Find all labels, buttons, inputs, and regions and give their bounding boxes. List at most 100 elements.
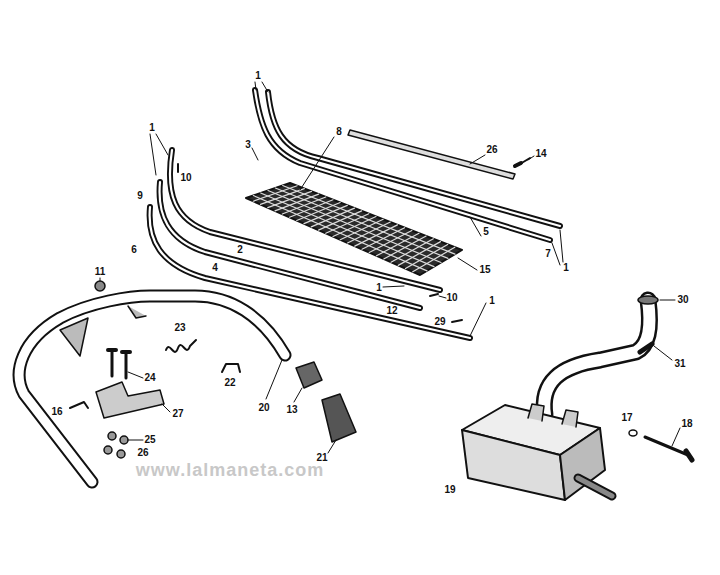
leader-line — [128, 372, 143, 378]
floor-grille — [268, 191, 441, 263]
leader-line — [100, 82, 680, 453]
screw — [177, 164, 179, 172]
leader-line — [458, 258, 477, 270]
leader-line — [660, 300, 675, 301]
callout-number: 26 — [486, 145, 497, 155]
leader-line — [294, 388, 302, 402]
floor-grille — [283, 186, 455, 255]
muffler — [629, 430, 637, 436]
bracket — [96, 382, 164, 418]
callout-number: 8 — [336, 127, 342, 137]
leader-line — [328, 440, 336, 453]
callout-number: 1 — [255, 71, 261, 81]
muffler — [640, 344, 652, 352]
callout-number: 15 — [479, 265, 490, 275]
callout-number: 1 — [376, 283, 382, 293]
leader-line — [100, 278, 101, 281]
leader-line — [654, 346, 672, 360]
nut — [117, 450, 125, 458]
rubber-end — [296, 362, 322, 388]
nut — [108, 432, 116, 440]
callout-number: 26 — [137, 448, 148, 458]
crash-bar — [19, 296, 285, 482]
muffler — [462, 430, 565, 500]
callout-number: 31 — [674, 359, 685, 369]
muffler — [578, 478, 612, 496]
callout-number: 10 — [180, 173, 191, 183]
crash-bar — [95, 281, 105, 291]
callout-number: 11 — [95, 267, 106, 277]
callout-number: 2 — [237, 245, 243, 255]
leader-line — [439, 296, 446, 298]
crash-bar — [60, 318, 88, 356]
crash-bar — [19, 281, 285, 482]
leader-line — [128, 440, 143, 441]
callout-number: 24 — [144, 373, 155, 383]
callout-number: 13 — [286, 405, 297, 415]
crash-bar — [19, 296, 285, 482]
muffler — [544, 300, 649, 415]
callout-number: 14 — [535, 149, 546, 159]
callout-number: 25 — [144, 435, 155, 445]
leader-line — [255, 82, 268, 92]
callout-number: 7 — [545, 249, 551, 259]
callout-number: 20 — [258, 403, 269, 413]
callout-number: 12 — [386, 306, 397, 316]
floor-strip — [150, 150, 470, 338]
muffler — [645, 437, 688, 455]
leader-line — [383, 286, 404, 287]
callout-number: 30 — [677, 295, 688, 305]
callout-number: 27 — [172, 409, 183, 419]
bolt — [112, 350, 126, 378]
clip — [70, 402, 88, 408]
flat-bar — [348, 130, 515, 179]
muffler — [638, 296, 658, 304]
bolt — [108, 350, 130, 378]
screw — [452, 320, 462, 322]
spring — [166, 340, 196, 352]
callout-number: 3 — [245, 140, 251, 150]
callout-number: 23 — [174, 323, 185, 333]
screw — [430, 294, 438, 296]
callout-number: 1 — [563, 263, 569, 273]
clip — [222, 364, 240, 372]
screw — [515, 163, 521, 166]
bracket — [96, 382, 164, 418]
leader-line — [300, 137, 334, 190]
leader-line — [162, 404, 170, 412]
leader-line — [470, 303, 486, 336]
rubber-end — [296, 362, 356, 442]
callout-number: 17 — [621, 413, 632, 423]
clip — [222, 364, 240, 372]
muffler — [578, 478, 612, 496]
bolt — [108, 350, 130, 352]
leader-line — [266, 360, 282, 399]
callout-number: 19 — [444, 485, 455, 495]
callout-number: 16 — [51, 407, 62, 417]
callout-number: 9 — [137, 191, 143, 201]
spring — [166, 340, 196, 352]
callout-number: 22 — [224, 378, 235, 388]
illustration — [19, 82, 692, 500]
floor-grille — [261, 193, 434, 267]
leader-line — [470, 155, 485, 164]
callout-number: 1 — [149, 123, 155, 133]
callout-number: 4 — [212, 263, 218, 273]
nut — [104, 446, 112, 454]
muffler — [462, 296, 692, 500]
leader-line — [150, 134, 168, 175]
muffler — [686, 451, 692, 460]
nut — [120, 436, 128, 444]
clip — [70, 402, 88, 408]
muffler — [544, 300, 649, 415]
flat-bar — [348, 130, 515, 179]
floor-grille — [246, 183, 462, 275]
leader-line — [672, 428, 680, 446]
leader-line — [528, 156, 534, 160]
muffler — [528, 404, 578, 427]
callout-number: 18 — [681, 419, 692, 429]
rubber-end — [322, 394, 356, 442]
callout-number: 5 — [483, 227, 489, 237]
